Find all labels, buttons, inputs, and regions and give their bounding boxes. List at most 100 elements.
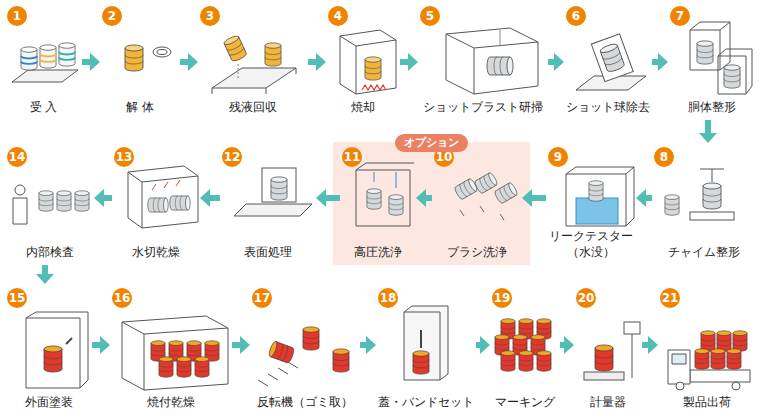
step-label: 残液回収 xyxy=(229,99,277,115)
marking-illustration xyxy=(519,319,533,339)
residue-recovery-illustration xyxy=(212,68,296,88)
bake-dry-illustration xyxy=(195,357,209,377)
bake-dry-illustration xyxy=(151,341,165,361)
lid-band-machine-illustration xyxy=(420,330,422,348)
scale-illustration xyxy=(624,322,640,334)
process-step: 20 計量器 xyxy=(574,284,642,415)
bake-dry-illustration xyxy=(177,357,191,377)
inspection-illustration xyxy=(75,191,89,211)
body-forming-illustration xyxy=(697,41,713,64)
surface-treatment-illustration xyxy=(262,168,296,202)
process-step: 16焼付乾燥 xyxy=(110,284,232,415)
step-label: 高圧洗浄 xyxy=(354,244,402,260)
marking-illustration xyxy=(537,351,551,371)
option-group: 10ブラシ洗浄11高圧洗浄オプション xyxy=(333,142,530,265)
bake-dry-illustration xyxy=(187,341,201,361)
step-label: 製品出荷 xyxy=(683,394,731,410)
flow-arrow xyxy=(180,53,198,71)
step-number: 1 xyxy=(7,6,27,26)
marking-illustration xyxy=(513,335,527,355)
step-number: 20 xyxy=(576,288,596,308)
arrow-shaft xyxy=(642,342,649,348)
process-step: 1受 入 xyxy=(5,2,82,120)
flow-arrow xyxy=(94,189,112,207)
inspection-illustration xyxy=(57,191,71,211)
arrow-head xyxy=(554,53,564,71)
step-label: マーキング xyxy=(495,394,555,410)
inverter-illustration xyxy=(258,327,349,386)
dismantle-illustration xyxy=(153,47,171,57)
flow-arrow xyxy=(400,53,418,71)
inspection-illustration xyxy=(39,191,53,211)
surface-treatment-illustration xyxy=(234,168,312,216)
drain-dry-illustration xyxy=(128,166,198,228)
exterior-paint-illustration xyxy=(44,346,62,372)
inverter-illustration xyxy=(333,349,349,372)
flow-arrow xyxy=(416,189,432,207)
bake-dry-illustration xyxy=(169,341,183,361)
illustration-layer xyxy=(12,22,752,390)
group-label: オプション xyxy=(395,134,468,152)
arrow-shaft xyxy=(232,342,241,348)
process-step: 21 製品出荷 xyxy=(658,284,755,415)
residue-recovery-illustration xyxy=(212,35,296,94)
arrow-head xyxy=(100,336,110,354)
shot-removal-illustration xyxy=(591,34,633,82)
marking-illustration xyxy=(519,351,533,371)
shipping-truck-illustration xyxy=(672,354,686,364)
arrow-head xyxy=(658,53,668,71)
step-label: 計量器 xyxy=(590,394,626,410)
step-label: 焼付乾燥 xyxy=(147,394,195,410)
lid-band-machine-illustration xyxy=(413,351,429,374)
arrow-shaft xyxy=(360,342,367,348)
inverter-illustration xyxy=(268,341,295,364)
residue-recovery-illustration xyxy=(265,43,281,66)
step-label: ショット球除去 xyxy=(566,99,650,115)
drain-dry-illustration xyxy=(148,198,168,212)
flow-arrow xyxy=(652,53,668,71)
flow-arrow xyxy=(548,53,564,71)
brush-wash-illustration xyxy=(454,172,519,220)
scale-illustration xyxy=(584,322,640,380)
drain-dry-illustration xyxy=(128,172,198,228)
arrow-head xyxy=(90,53,100,71)
process-step: 17反転機（ゴミ取） xyxy=(250,284,360,415)
arrow-head xyxy=(408,53,418,71)
process-step: 18蓋・バンドセット xyxy=(376,284,476,415)
high-pressure-wash-illustration xyxy=(367,189,381,209)
step-label: チャイム整形 xyxy=(668,244,740,260)
step-number: 3 xyxy=(200,6,220,26)
flow-arrow xyxy=(560,336,574,354)
shot-blast-illustration xyxy=(500,30,501,46)
arrow-shaft xyxy=(103,195,112,201)
drain-dry-illustration xyxy=(170,196,190,210)
receiving-illustration xyxy=(12,70,78,82)
shipping-truck-illustration xyxy=(690,370,750,382)
shot-blast-illustration xyxy=(446,28,538,94)
arrow-shaft xyxy=(548,59,555,65)
process-step: 19マーキング xyxy=(490,284,560,415)
process-step: 7胴体整形 xyxy=(668,2,755,120)
process-step: 9リークテスター （水没） xyxy=(546,143,636,265)
flow-arrow xyxy=(316,189,340,207)
arrow-shaft xyxy=(705,120,711,134)
step-number: 13 xyxy=(114,147,134,167)
arrow-shaft xyxy=(209,195,220,201)
residue-recovery-illustration xyxy=(223,35,247,63)
step-number: 21 xyxy=(660,288,680,308)
inverter-illustration xyxy=(303,327,319,350)
inverter-illustration xyxy=(258,362,298,386)
shipping-truck-illustration xyxy=(727,349,741,369)
receiving-illustration xyxy=(12,43,78,82)
step-label: 内部検査 xyxy=(26,244,74,260)
scale-illustration xyxy=(632,334,633,378)
process-step: 6ショット球除去 xyxy=(564,2,652,120)
flow-arrow xyxy=(522,189,546,207)
marking-illustration xyxy=(495,335,509,355)
brush-wash-illustration xyxy=(454,178,479,200)
process-step: 13水切乾燥 xyxy=(112,143,200,265)
arrow-shaft xyxy=(92,342,101,348)
process-step: 8チャイム整形 xyxy=(652,143,755,265)
arrow-head xyxy=(240,336,250,354)
